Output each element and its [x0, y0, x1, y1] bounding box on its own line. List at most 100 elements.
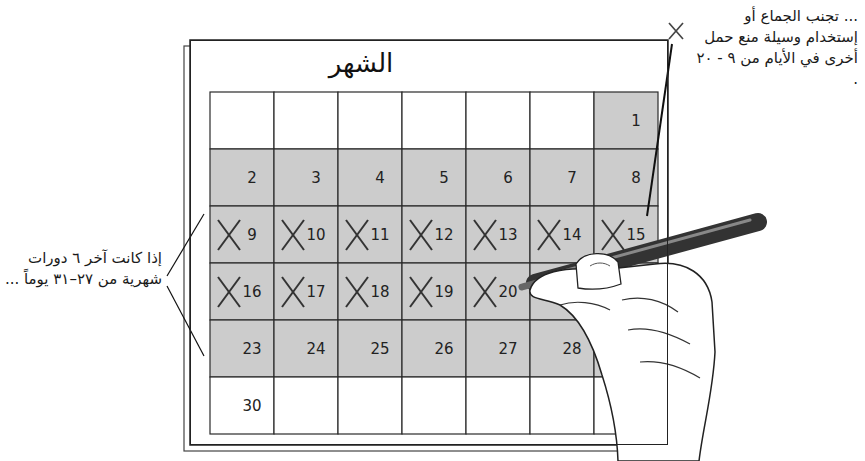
day-number: 25 — [370, 341, 389, 356]
day-cell — [338, 377, 402, 434]
cross-mark — [602, 220, 624, 250]
day-number: 2 — [247, 170, 257, 185]
day-cell — [402, 377, 466, 434]
day-number: 18 — [370, 284, 389, 299]
day-cell — [466, 92, 530, 149]
day-cell — [274, 92, 338, 149]
day-cell — [530, 206, 594, 263]
leader-line — [647, 44, 672, 216]
cross-mark — [474, 220, 496, 250]
day-number: 3 — [311, 170, 321, 185]
callout-note: ... تجنب الجماع أو إستخدام وسيلة منع حمل… — [692, 6, 858, 90]
day-cell — [530, 92, 594, 149]
day-number: 7 — [567, 170, 577, 185]
day-cell — [466, 149, 530, 206]
cross-mark — [538, 220, 560, 250]
cross-mark — [474, 220, 496, 250]
day-cell — [210, 206, 274, 263]
cross-mark — [602, 220, 624, 250]
day-cell — [338, 263, 402, 320]
day-cell — [338, 320, 402, 377]
day-number: 20 — [498, 284, 517, 299]
cross-mark — [282, 277, 304, 307]
cross-mark — [218, 220, 240, 250]
day-cell — [402, 92, 466, 149]
day-number: 1 — [631, 113, 641, 128]
day-cell — [274, 263, 338, 320]
cross-mark — [346, 277, 368, 307]
cross-mark — [410, 220, 432, 250]
day-cell — [466, 206, 530, 263]
cross-mark — [410, 277, 432, 307]
day-cell — [210, 92, 274, 149]
cross-mark — [282, 277, 304, 307]
day-cell — [530, 149, 594, 206]
day-cell — [594, 92, 658, 149]
cross-mark — [346, 277, 368, 307]
cross-mark — [218, 277, 240, 307]
cross-mark — [346, 220, 368, 250]
back-page — [184, 46, 662, 451]
bracket — [167, 214, 204, 356]
day-number: 11 — [370, 227, 389, 242]
day-number: 17 — [306, 284, 325, 299]
day-cell — [274, 206, 338, 263]
day-number: 19 — [434, 284, 453, 299]
day-number: 12 — [434, 227, 453, 242]
day-cell — [210, 320, 274, 377]
day-cell — [274, 377, 338, 434]
day-number: 24 — [306, 341, 325, 356]
day-cell — [402, 206, 466, 263]
day-cell — [210, 377, 274, 434]
day-number: 14 — [562, 227, 581, 242]
calendar-title: الشهر — [281, 47, 441, 81]
day-cell — [594, 149, 658, 206]
day-cell — [466, 320, 530, 377]
day-number: 30 — [242, 398, 261, 413]
cross-mark — [282, 220, 304, 250]
cross-mark — [282, 220, 304, 250]
cross-mark — [346, 220, 368, 250]
calendar-page — [190, 40, 668, 445]
day-cell — [402, 149, 466, 206]
day-cell — [274, 149, 338, 206]
cross-mark — [410, 220, 432, 250]
day-number: 13 — [498, 227, 517, 242]
day-number: 23 — [242, 341, 261, 356]
day-cell — [466, 263, 530, 320]
day-number: 26 — [434, 341, 453, 356]
day-number: 9 — [247, 227, 257, 242]
calendar-grid — [210, 92, 658, 434]
day-cell — [466, 377, 530, 434]
x-symbol — [669, 23, 683, 39]
cross-mark — [538, 220, 560, 250]
cross-mark — [218, 277, 240, 307]
day-cell — [338, 92, 402, 149]
day-number: 10 — [306, 227, 325, 242]
day-number: 16 — [242, 284, 261, 299]
cross-mark — [474, 277, 496, 307]
day-number: 28 — [562, 341, 581, 356]
day-cell — [338, 206, 402, 263]
day-cell — [402, 263, 466, 320]
day-cell — [274, 320, 338, 377]
day-number: 27 — [498, 341, 517, 356]
calendar-sheet: الشهر — [190, 40, 668, 445]
day-number: 15 — [626, 227, 645, 242]
day-number: 6 — [503, 170, 513, 185]
callout-note: إذا كانت آخر ٦ دورات شهرية من ٢٧–٣١ يوما… — [4, 248, 162, 290]
hand — [530, 254, 715, 461]
day-number: 8 — [631, 170, 641, 185]
day-cell — [530, 377, 594, 434]
day-cell — [338, 149, 402, 206]
day-number: 5 — [439, 170, 449, 185]
day-number: 4 — [375, 170, 385, 185]
day-cell — [402, 320, 466, 377]
cross-mark — [410, 277, 432, 307]
day-cell — [210, 149, 274, 206]
cross-mark — [218, 220, 240, 250]
day-cell — [210, 263, 274, 320]
cross-mark — [474, 277, 496, 307]
